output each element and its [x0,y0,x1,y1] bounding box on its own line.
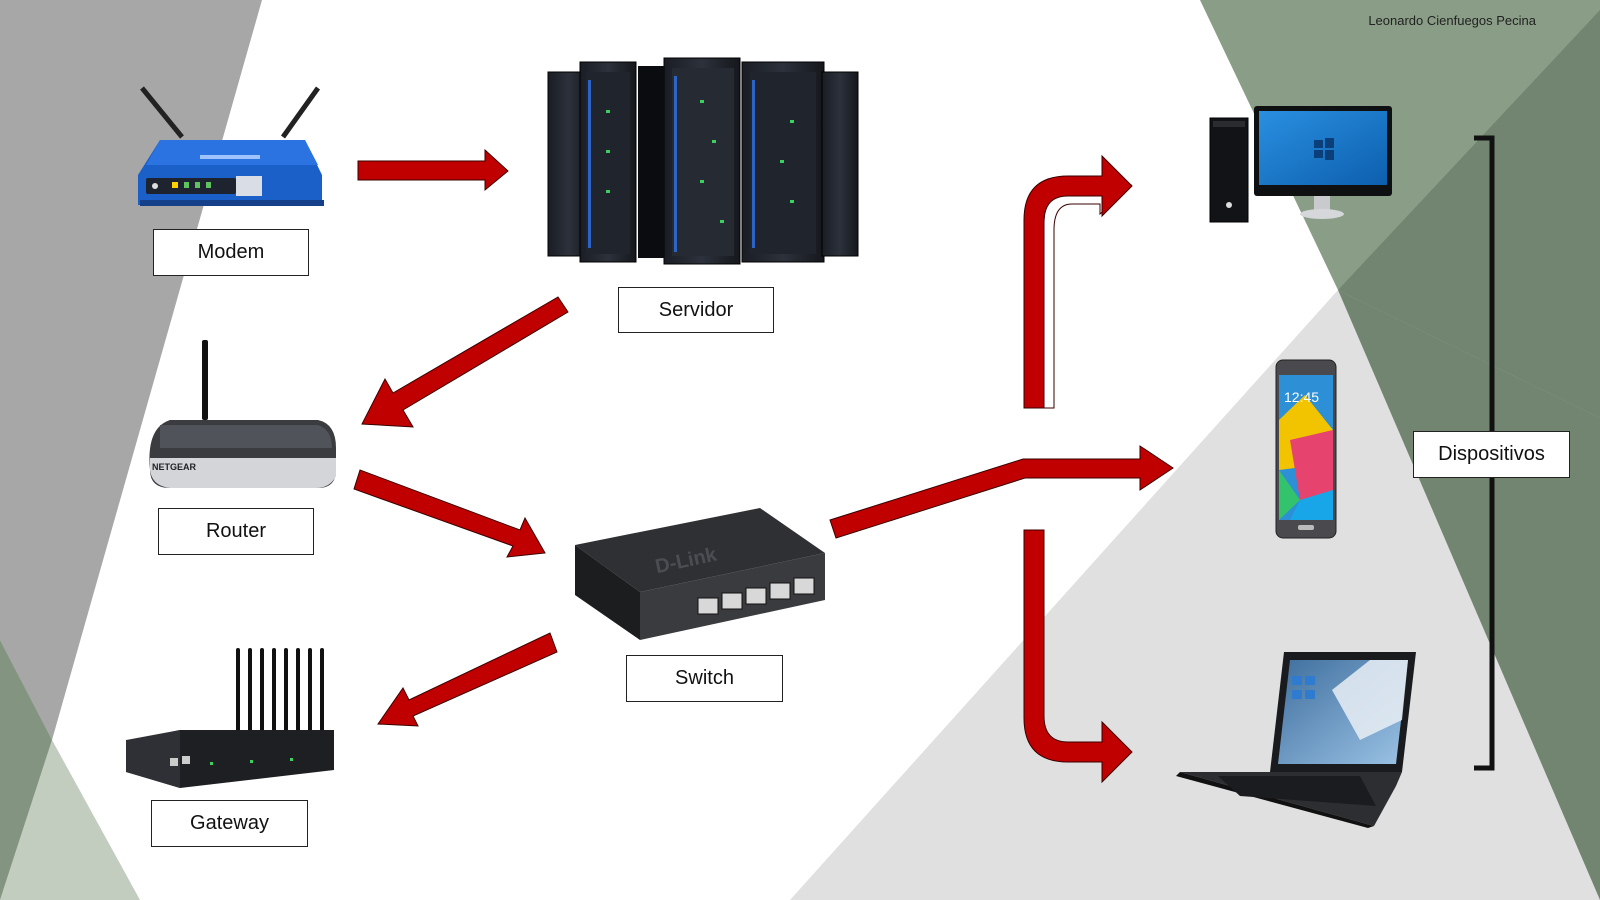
arrow-switch-to-phone [829,445,1174,539]
desktop-computer-icon [1209,106,1392,223]
arrow-modem-to-server [357,148,509,192]
gateway-icon [126,648,334,788]
smartphone-icon: 12:45 [1275,359,1337,539]
switch-label: Switch [626,655,783,702]
server-rack-icon [547,57,859,265]
connection-arrows [353,148,1174,784]
arrow-switch-to-gateway [377,632,558,727]
svg-text:NETGEAR: NETGEAR [152,462,197,472]
gateway-label: Gateway [151,800,308,847]
modem-label: Modem [153,229,309,276]
router-icon [138,86,324,206]
svg-text:12:45: 12:45 [1284,389,1319,405]
arrow-server-to-router [361,296,569,428]
server-label: Servidor [618,287,774,333]
devices-group-label: Dispositivos [1413,431,1570,478]
wireless-router-icon: NETGEAR [149,340,336,488]
router-label: Router [158,508,314,555]
author-credit: Leonardo Cienfuegos Pecina [1368,13,1536,28]
laptop-icon [1176,652,1416,828]
arrow-switch-to-laptop [1023,529,1133,784]
network-switch-icon: D-Link [575,508,825,640]
arrow-router-to-switch [353,469,546,558]
